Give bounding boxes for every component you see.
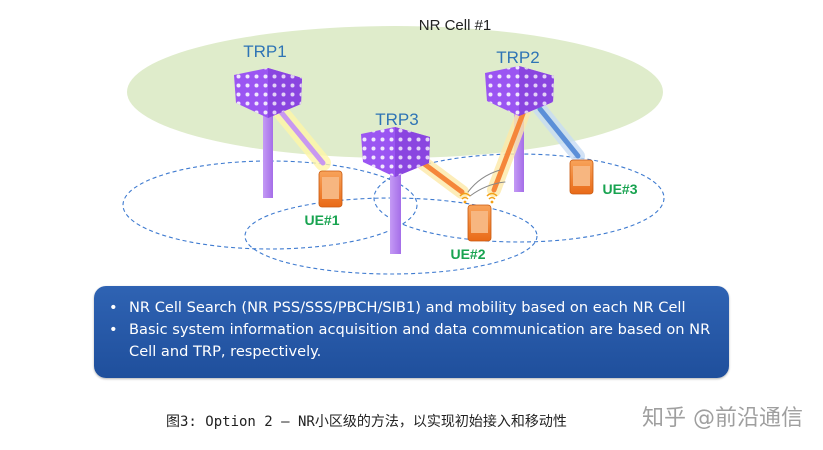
beams bbox=[268, 98, 585, 199]
watermark: 知乎 @前沿通信 bbox=[642, 406, 803, 431]
trp1-label: TRP1 bbox=[243, 42, 286, 61]
ue3-label: UE#3 bbox=[602, 181, 637, 197]
nr-cell-label: NR Cell #1 bbox=[419, 17, 492, 34]
ue3-phone bbox=[569, 159, 594, 195]
info-box: NR Cell Search (NR PSS/SSS/PBCH/SIB1) an… bbox=[94, 286, 729, 378]
ue1-label: UE#1 bbox=[304, 212, 339, 228]
trp1-panel bbox=[234, 68, 302, 118]
trp3-pole bbox=[390, 168, 401, 254]
bullet-item: Basic system information acquisition and… bbox=[94, 319, 715, 363]
signal-icon bbox=[459, 192, 498, 204]
ue1-phone bbox=[318, 170, 343, 208]
trp2-label: TRP2 bbox=[496, 48, 539, 67]
bullet-list: NR Cell Search (NR PSS/SSS/PBCH/SIB1) an… bbox=[94, 297, 715, 363]
trp2-panel bbox=[485, 66, 554, 116]
ue2-label: UE#2 bbox=[450, 246, 485, 262]
ue2-phone bbox=[467, 204, 492, 242]
figure-caption: 图3: Option 2 – NR小区级的方法，以实现初始接入和移动性 bbox=[166, 414, 567, 430]
trp3-panel bbox=[361, 127, 430, 177]
nr-cell-area bbox=[127, 26, 663, 158]
bullet-item: NR Cell Search (NR PSS/SSS/PBCH/SIB1) an… bbox=[94, 297, 715, 319]
trp3-label: TRP3 bbox=[375, 110, 418, 129]
trp2-pole bbox=[514, 106, 524, 192]
trp1-pole bbox=[263, 112, 273, 198]
